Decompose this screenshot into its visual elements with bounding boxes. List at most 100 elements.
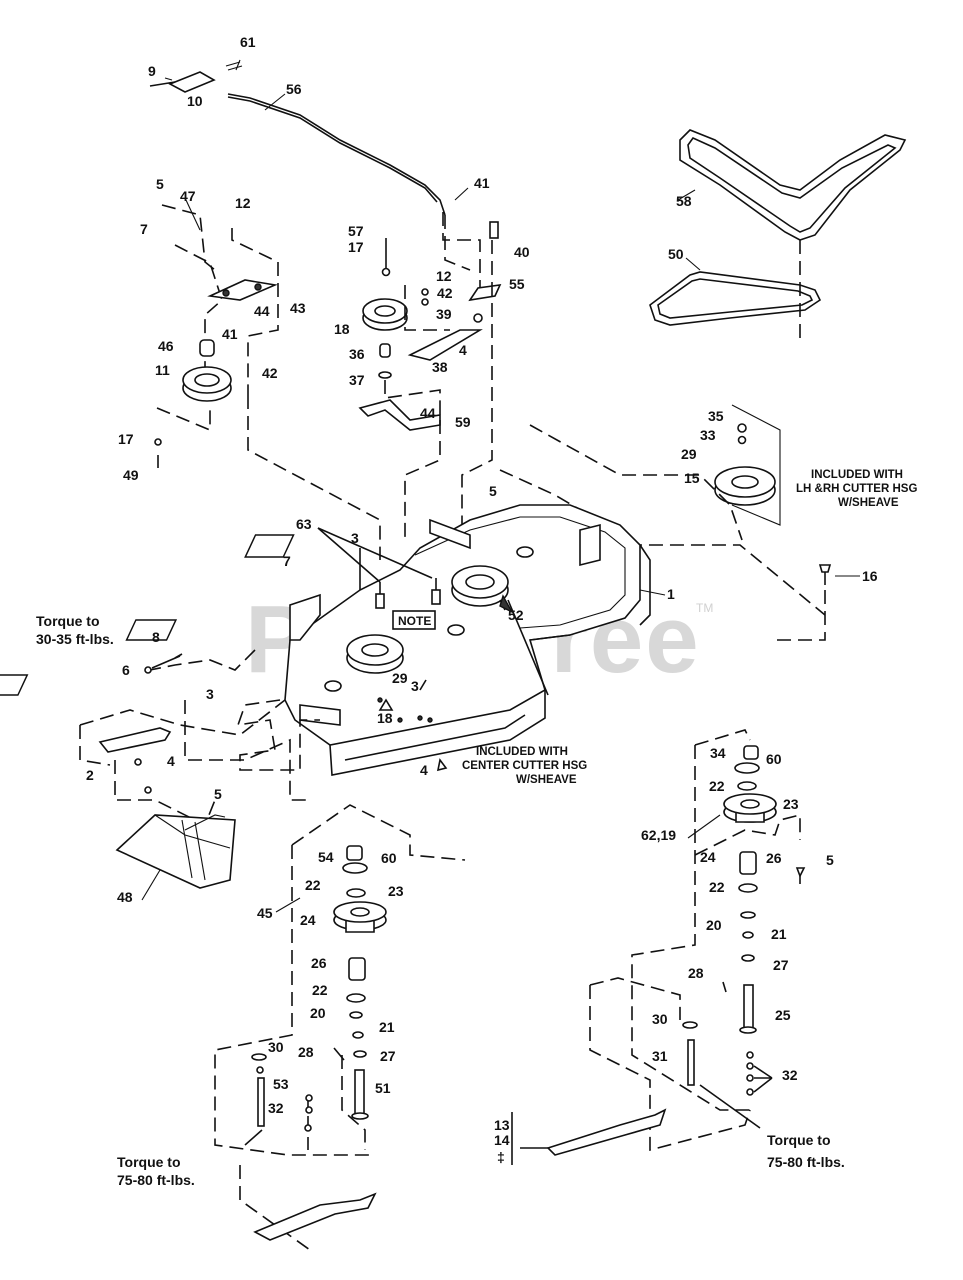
callout-22d: 22 bbox=[312, 982, 328, 998]
callout-30a: 30 bbox=[652, 1011, 668, 1027]
callout-9: 9 bbox=[148, 63, 156, 79]
callout-59: 59 bbox=[455, 414, 471, 430]
control-rod-assembly bbox=[149, 61, 481, 290]
callout-49: 49 bbox=[123, 467, 139, 483]
callout-24b: 24 bbox=[300, 912, 316, 928]
callout-12a: 12 bbox=[235, 195, 251, 211]
note-box-frame bbox=[392, 610, 436, 630]
callout-8: 8 bbox=[152, 629, 160, 645]
callout-41a: 41 bbox=[474, 175, 490, 191]
callout-18b: 18 bbox=[377, 710, 393, 726]
callout-63: 63 bbox=[296, 516, 312, 532]
callout-52: 52 bbox=[508, 607, 524, 623]
callout-56: 56 bbox=[286, 81, 302, 97]
callout-4b: 4 bbox=[167, 753, 175, 769]
callout-23a: 23 bbox=[783, 796, 799, 812]
callout-32b: 32 bbox=[268, 1100, 284, 1116]
callout-5c: 5 bbox=[214, 786, 222, 802]
lh-spindle-assembly bbox=[214, 804, 466, 1251]
mower-deck bbox=[0, 504, 651, 776]
torque-note-left-2: 75-80 ft-lbs. bbox=[117, 1172, 195, 1188]
callout-26a: 26 bbox=[766, 850, 782, 866]
callout-10: 10 bbox=[187, 93, 203, 109]
callout-6219: 62,19 bbox=[641, 827, 676, 843]
lh-sheave bbox=[346, 634, 404, 674]
callout-21b: 21 bbox=[379, 1019, 395, 1035]
callout-61: 61 bbox=[240, 34, 256, 50]
annotations: Torque to 30-35 ft-lbs. Torque to 75-80 … bbox=[36, 469, 917, 1188]
callout-39: 39 bbox=[436, 306, 452, 322]
callout-dd: ‡ bbox=[497, 1149, 505, 1165]
deck-hardware bbox=[317, 527, 448, 772]
callout-50: 50 bbox=[668, 246, 684, 262]
callout-15: 15 bbox=[684, 470, 700, 486]
callout-14: 14 bbox=[494, 1132, 510, 1148]
callout-21a: 21 bbox=[771, 926, 787, 942]
callout-36: 36 bbox=[349, 346, 365, 362]
left-idler-group bbox=[154, 204, 381, 560]
callout-17a: 17 bbox=[118, 431, 134, 447]
center-idler-group bbox=[358, 221, 502, 545]
callout-58: 58 bbox=[676, 193, 692, 209]
callout-11: 11 bbox=[155, 362, 170, 378]
callout-54: 54 bbox=[318, 849, 334, 865]
torque-note-left-1: Torque to bbox=[117, 1154, 181, 1170]
callout-42b: 42 bbox=[437, 285, 453, 301]
torque-note-right-1: Torque to bbox=[767, 1132, 831, 1148]
callout-4c: 4 bbox=[420, 762, 428, 778]
callout-16a: 16 bbox=[862, 568, 878, 584]
callout-32a: 32 bbox=[782, 1067, 798, 1083]
drive-belts bbox=[649, 129, 907, 340]
callout-20b: 20 bbox=[310, 1005, 326, 1021]
callout-37: 37 bbox=[349, 372, 365, 388]
callout-7b: 7 bbox=[283, 553, 291, 569]
callout-17b: 17 bbox=[348, 239, 364, 255]
callout-51: 51 bbox=[375, 1080, 391, 1096]
callout-31: 31 bbox=[652, 1048, 668, 1064]
center-note-2: CENTER CUTTER HSG bbox=[462, 760, 587, 772]
lhrh-note-1: INCLUDED WITH bbox=[811, 469, 903, 481]
callout-27a: 27 bbox=[773, 957, 789, 973]
callout-25: 25 bbox=[775, 1007, 791, 1023]
callout-41b: 41 bbox=[222, 326, 238, 342]
callout-47: 47 bbox=[180, 188, 196, 204]
callout-20a: 20 bbox=[706, 917, 722, 933]
callout-28a: 28 bbox=[688, 965, 704, 981]
callout-6: 6 bbox=[122, 662, 130, 678]
torque-note-deck-2: 30-35 ft-lbs. bbox=[36, 631, 114, 647]
left-linkage bbox=[79, 649, 320, 827]
callout-38: 38 bbox=[432, 359, 448, 375]
lhrh-note-2: LH &RH CUTTER HSG bbox=[796, 483, 917, 495]
lhrh-note-3: W/SHEAVE bbox=[838, 497, 899, 509]
callout-29b: 29 bbox=[392, 670, 408, 686]
center-sheave bbox=[451, 565, 549, 696]
callout-7a: 7 bbox=[140, 221, 148, 237]
callout-60a: 60 bbox=[766, 751, 782, 767]
callout-43: 43 bbox=[290, 300, 306, 316]
callout-18a: 18 bbox=[334, 321, 350, 337]
callout-44b: 44 bbox=[420, 405, 436, 421]
callout-60b: 60 bbox=[381, 850, 397, 866]
callout-40: 40 bbox=[514, 244, 530, 260]
callout-55: 55 bbox=[509, 276, 525, 292]
callout-57: 57 bbox=[348, 223, 364, 239]
rh-spindle-assembly bbox=[511, 729, 806, 1165]
callout-33: 33 bbox=[700, 427, 716, 443]
torque-note-deck-1: Torque to bbox=[36, 613, 100, 629]
callout-4a: 4 bbox=[459, 342, 467, 358]
callout-12b: 12 bbox=[436, 268, 452, 284]
discharge-chute bbox=[115, 814, 236, 889]
callout-3a: 3 bbox=[351, 530, 359, 546]
callout-5d: 5 bbox=[826, 852, 834, 868]
callout-22a: 22 bbox=[709, 778, 725, 794]
center-note-3: W/SHEAVE bbox=[516, 774, 577, 786]
callout-13: 13 bbox=[494, 1117, 510, 1133]
callout-45: 45 bbox=[257, 905, 273, 921]
note-box: NOTE bbox=[398, 614, 431, 628]
center-note-1: INCLUDED WITH bbox=[476, 746, 568, 758]
callout-3b: 3 bbox=[411, 678, 419, 694]
callout-22b: 22 bbox=[709, 879, 725, 895]
